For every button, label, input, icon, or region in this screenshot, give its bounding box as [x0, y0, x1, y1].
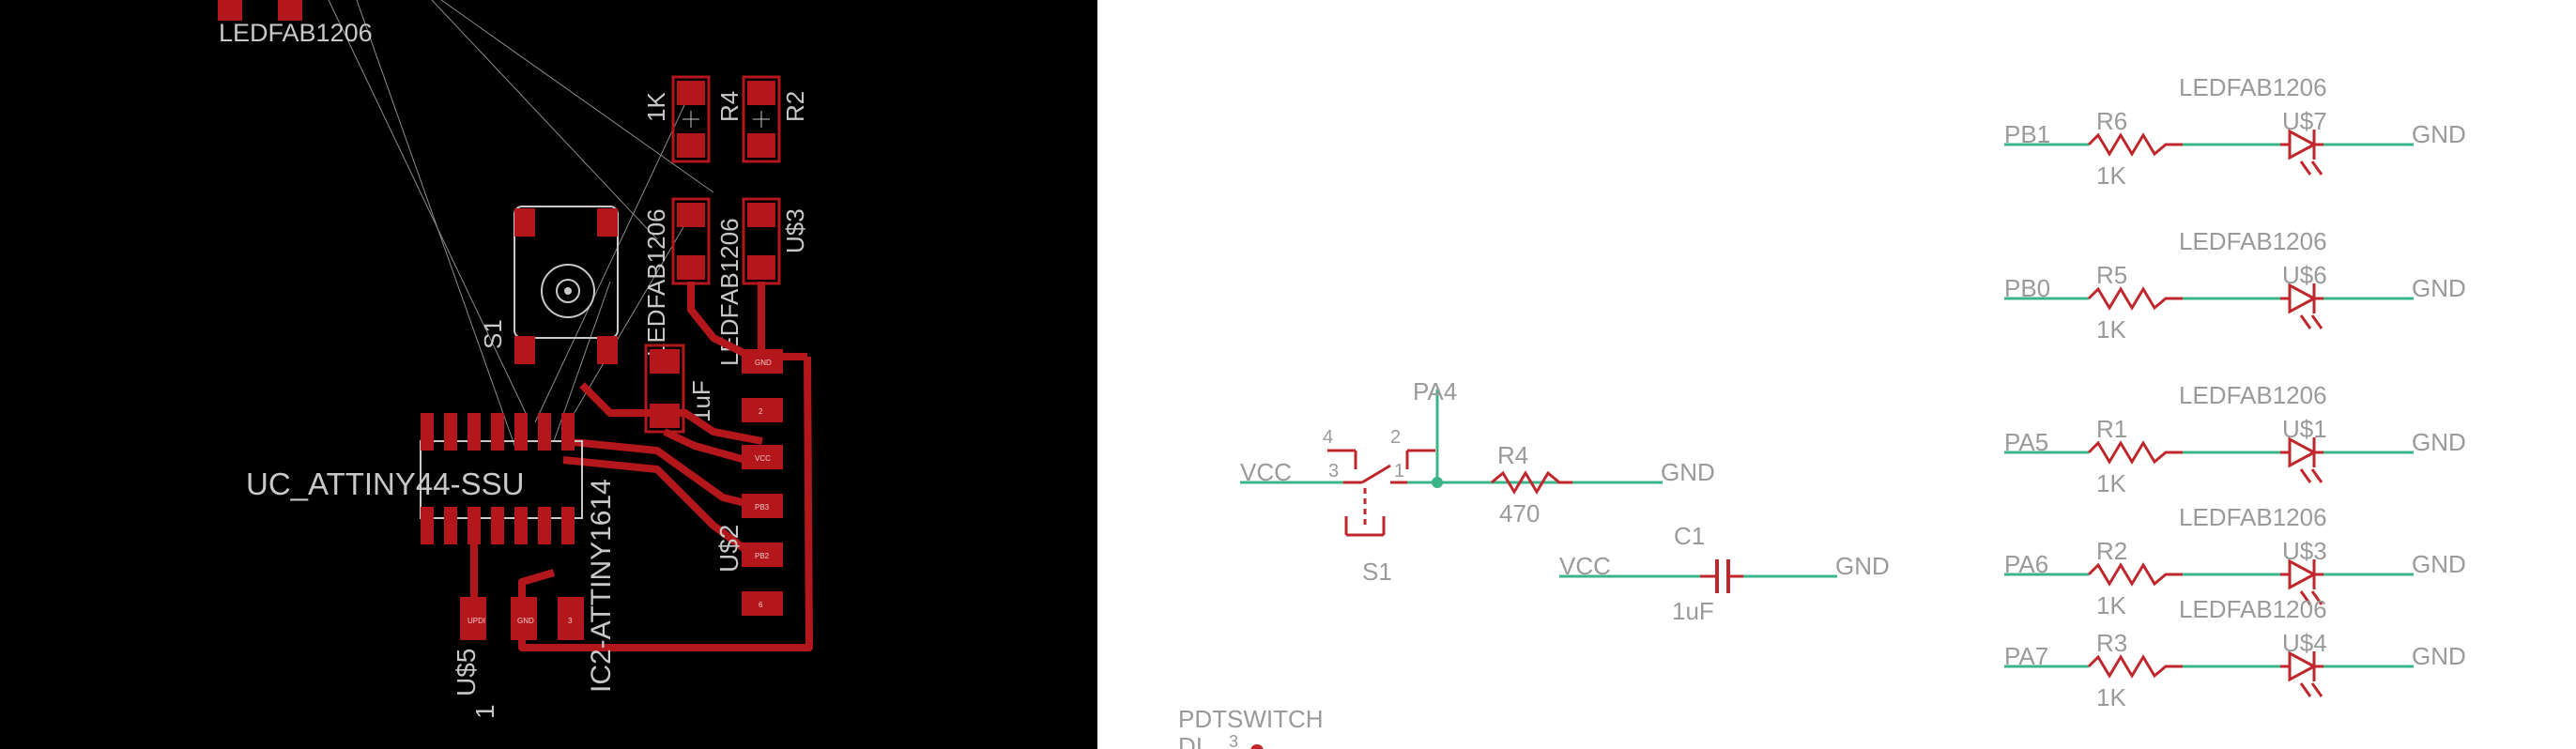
copper-traces [470, 282, 813, 651]
led-row-led-label: U$4 [2282, 629, 2327, 657]
led-row-pa6[interactable] [2004, 558, 2414, 605]
switch-name-label: S1 [1362, 558, 1392, 586]
r4-value-label: 470 [1499, 499, 1540, 527]
led-top-label: LEDFAB1206 [219, 19, 373, 47]
schematic-canvas[interactable]: PA4 VCC 4 3 2 1 S1 R4 470 GND VCC C1 1uF… [1097, 0, 2576, 749]
led-row-val-label: 1K [2096, 161, 2126, 190]
pad-updi-label: UPDI [468, 617, 485, 625]
pad-vcc-label: VCC [755, 454, 771, 463]
led-row-res-label: R6 [2096, 107, 2127, 135]
led-row-val-label: 1K [2096, 315, 2126, 344]
led-row-val-label: 1K [2096, 683, 2126, 711]
led-row-pb0[interactable] [2004, 283, 2414, 329]
u3-label: U$3 [781, 208, 809, 253]
pad-6-label: 6 [759, 601, 763, 609]
led-row-gnd-label: GND [2412, 550, 2466, 578]
led-row-pa7[interactable] [2004, 650, 2414, 697]
switch-s1-symbol[interactable] [1240, 390, 1572, 537]
resistor-r4-footprint[interactable] [671, 75, 711, 163]
led-row-res-label: R3 [2096, 629, 2127, 657]
led-row-pa5[interactable] [2004, 436, 2414, 483]
led-row-net-label: PA6 [2004, 550, 2048, 578]
led-row-res-label: R2 [2096, 537, 2127, 565]
c1-gnd-label: GND [1835, 552, 1890, 580]
led-row-pb1[interactable] [2004, 129, 2414, 176]
pad-2-label: 2 [759, 407, 763, 416]
led-a-footprint[interactable] [671, 197, 711, 285]
led-row-gnd-label: GND [2412, 428, 2466, 456]
one-label: 1 [470, 704, 499, 719]
led-row-net-label: PB1 [2004, 120, 2050, 148]
led-row-res-label: R5 [2096, 261, 2127, 289]
led-top-pad-left[interactable] [218, 0, 242, 21]
led-row-led-label: U$3 [2282, 537, 2327, 565]
r4-name-label: R4 [1497, 441, 1528, 469]
board-view[interactable]: LEDFAB1206 1K R4 R2 LEDFAB1206 LEDFAB120… [0, 0, 1097, 749]
led-row-led-label: U$1 [2282, 415, 2327, 443]
pad-gnd-bottom-label: GND [517, 617, 534, 625]
capacitor-c1-symbol[interactable] [1559, 559, 1837, 593]
pad-gnd-label: GND [755, 359, 772, 367]
r2-label: R2 [781, 91, 809, 122]
pad-updi[interactable] [460, 597, 486, 640]
led-b-footprint[interactable] [742, 197, 781, 285]
capacitor-footprint[interactable] [644, 344, 685, 434]
resistor-r2-footprint[interactable] [742, 75, 781, 163]
led-row-gnd-label: GND [2412, 274, 2466, 302]
pin3-label: 3 [1328, 461, 1339, 482]
s1-label: S1 [479, 319, 507, 349]
pin1-label: 1 [1394, 461, 1404, 482]
c1-name-label: C1 [1674, 522, 1705, 550]
led-row-led-label: U$6 [2282, 261, 2327, 289]
ic2-pads[interactable]: GND 2 VCC PB3 PB2 6 [742, 349, 783, 616]
led-row-val-label: 1K [2096, 591, 2126, 619]
pad-pb3-label: PB3 [755, 503, 770, 512]
led-row-net-label: PA7 [2004, 642, 2048, 670]
led-row-gnd-label: GND [2412, 642, 2466, 670]
r4-label: R4 [715, 91, 744, 122]
schematic-view[interactable]: PA4 VCC 4 3 2 1 S1 R4 470 GND VCC C1 1uF… [1097, 0, 2576, 749]
c1-vcc-label: VCC [1559, 552, 1611, 580]
led-row-type-label: LEDFAB1206 [2179, 227, 2327, 255]
r4-gnd-label: GND [1661, 458, 1715, 486]
led-row-net-label: PB0 [2004, 274, 2050, 302]
c1-value-label: 1uF [1672, 597, 1714, 625]
pin4-label: 4 [1323, 427, 1333, 448]
switch-s1-footprint[interactable] [514, 206, 619, 364]
led-row-led-label: U$7 [2282, 107, 2327, 135]
ic2-label: IC2-ATTINY1614 [586, 479, 617, 693]
led-row-type-label: LEDFAB1206 [2179, 595, 2327, 623]
led-row-type-label: LEDFAB1206 [2179, 381, 2327, 409]
pad-gnd-bottom[interactable] [511, 597, 537, 640]
led-row-type-label: LEDFAB1206 [2179, 503, 2327, 531]
led-row-val-label: 1K [2096, 469, 2126, 497]
board-canvas[interactable]: LEDFAB1206 1K R4 R2 LEDFAB1206 LEDFAB120… [0, 0, 1097, 749]
pdtswitch-label: PDTSWITCH [1178, 705, 1324, 733]
led-top-pad-right[interactable] [278, 0, 302, 21]
led-row-net-label: PA5 [2004, 428, 2048, 456]
ledfab-a-label: LEDFAB1206 [642, 208, 670, 357]
switch-vcc-label: VCC [1240, 458, 1292, 486]
pad-3-label: 3 [568, 617, 573, 625]
pad-3[interactable] [558, 597, 584, 640]
led-row-res-label: R1 [2096, 415, 2127, 443]
cut-off-label: DI [1178, 732, 1203, 749]
pad-pb2-label: PB2 [755, 552, 770, 560]
uc-label: UC_ATTINY44-SSU [246, 466, 524, 501]
uc-attiny44-footprint[interactable] [420, 413, 583, 544]
us2-label: U$2 [714, 525, 744, 573]
r-1k-label: 1K [642, 92, 670, 122]
net-pa4-label: PA4 [1413, 377, 1457, 405]
pin2-label: 2 [1390, 427, 1401, 448]
cut-off-pin-label: 3 [1229, 732, 1238, 749]
led-row-type-label: LEDFAB1206 [2179, 73, 2327, 101]
airwires [328, 0, 714, 451]
resistor-r4-symbol[interactable] [1491, 470, 1663, 495]
led-row-gnd-label: GND [2412, 120, 2466, 148]
us5-label: U$5 [452, 649, 481, 696]
cut-off-part-dot [1250, 744, 1264, 749]
